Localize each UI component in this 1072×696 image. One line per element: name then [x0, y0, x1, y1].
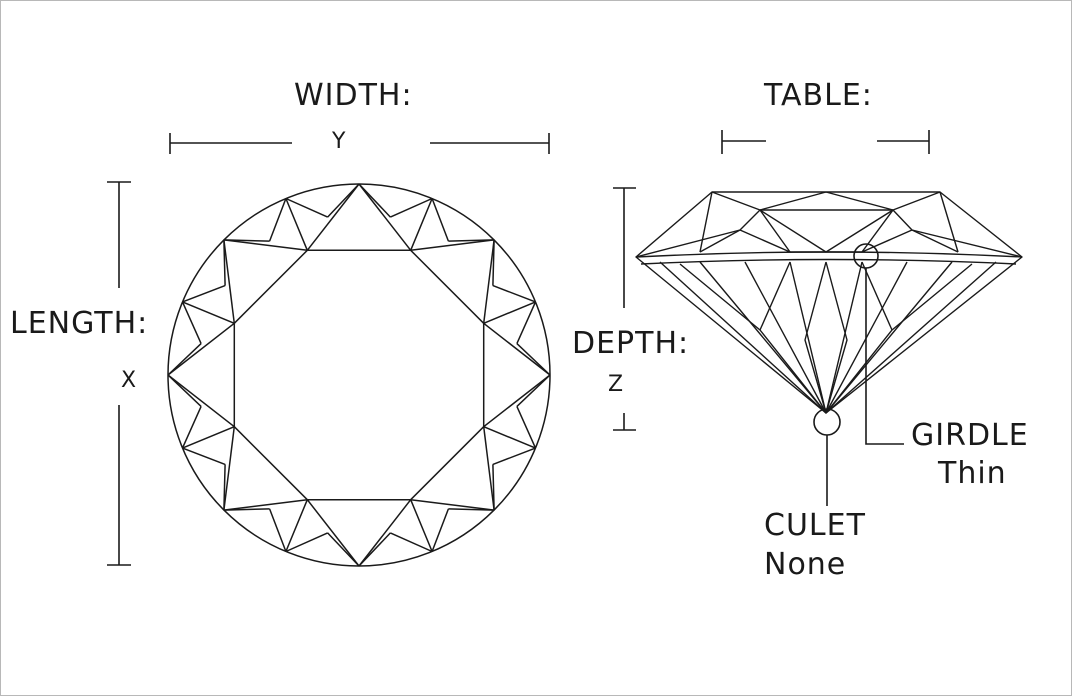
facet-edge — [233, 426, 308, 501]
facet-edge — [492, 447, 536, 466]
facet-edge — [410, 499, 433, 552]
facet-edge — [327, 183, 360, 218]
diamond-top-view — [167, 183, 551, 567]
facet-edge — [327, 532, 360, 567]
facet-edge — [390, 197, 433, 218]
facet-edge — [285, 197, 328, 218]
facet-edge — [410, 426, 485, 501]
facet-edge — [431, 198, 450, 242]
facet-edge — [167, 374, 202, 407]
facet-edge — [516, 301, 537, 344]
facet-edge — [516, 374, 551, 407]
facet-edge — [223, 508, 270, 511]
facet-edge — [268, 508, 287, 552]
diamond-profile-outline — [635, 191, 1023, 414]
facet-edge — [268, 198, 287, 242]
culet-value: None — [764, 547, 847, 582]
facet-edge — [223, 239, 226, 286]
facet-edge — [492, 464, 495, 511]
facet-edge — [181, 301, 202, 344]
facet-edge — [233, 249, 308, 324]
facet-edge — [285, 198, 308, 251]
facet-edge — [223, 464, 226, 511]
facet-edge — [182, 284, 226, 303]
facet-edge — [410, 198, 433, 251]
girdle-indicator — [853, 243, 904, 445]
facet-edge — [223, 239, 270, 242]
facet-edge — [223, 498, 308, 511]
facet-edge — [448, 508, 495, 511]
diamond-girdle-outline — [167, 183, 551, 567]
facet-edge — [358, 532, 391, 567]
facet-edge — [167, 374, 235, 428]
girdle-label: GIRDLE — [911, 418, 1029, 453]
depth-label: DEPTH: — [572, 326, 690, 361]
facet-edge — [492, 284, 536, 303]
facet-edge — [285, 532, 328, 553]
facet-edge — [306, 183, 360, 251]
culet-indicator — [813, 408, 841, 506]
girdle-value: Thin — [938, 456, 1007, 491]
facet-edge — [167, 322, 235, 376]
facet-edge — [182, 447, 226, 466]
facet-edge — [482, 426, 495, 511]
length-label: LENGTH: — [10, 306, 149, 341]
facet-edge — [410, 498, 495, 511]
width-label: WIDTH: — [294, 78, 413, 113]
facet-edge — [285, 499, 308, 552]
depth-variable: Z — [608, 372, 624, 397]
table-label: TABLE: — [764, 78, 873, 113]
facet-edge — [167, 343, 202, 376]
depth-dimension-line — [613, 187, 636, 431]
table-dimension-line — [721, 130, 930, 154]
diamond-side-view — [635, 191, 1023, 414]
facet-edge — [223, 239, 308, 252]
facet-edge — [483, 374, 551, 428]
facet-edge — [516, 343, 551, 376]
facet-edge — [410, 239, 495, 252]
facet-edge — [482, 239, 495, 324]
facet-edge — [306, 499, 360, 567]
facet-edge — [223, 426, 236, 511]
facet-edge — [410, 249, 485, 324]
facet-edge — [390, 532, 433, 553]
facet-edge — [483, 322, 551, 376]
facet-edge — [516, 406, 537, 449]
facet-edge — [358, 499, 412, 567]
width-dimension-line — [169, 133, 550, 154]
length-variable: X — [121, 368, 137, 393]
length-dimension-line — [107, 181, 131, 566]
facet-edge — [483, 426, 536, 449]
culet-label: CULET — [764, 508, 866, 543]
facet-edge — [492, 239, 495, 286]
facet-edge — [358, 183, 412, 251]
facet-edge — [182, 301, 235, 324]
facet-edge — [182, 426, 235, 449]
facet-edge — [483, 301, 536, 324]
facet-edge — [431, 508, 450, 552]
facet-edge — [181, 406, 202, 449]
facet-edge — [223, 239, 236, 324]
width-variable: Y — [332, 129, 346, 154]
facet-edge — [448, 239, 495, 242]
